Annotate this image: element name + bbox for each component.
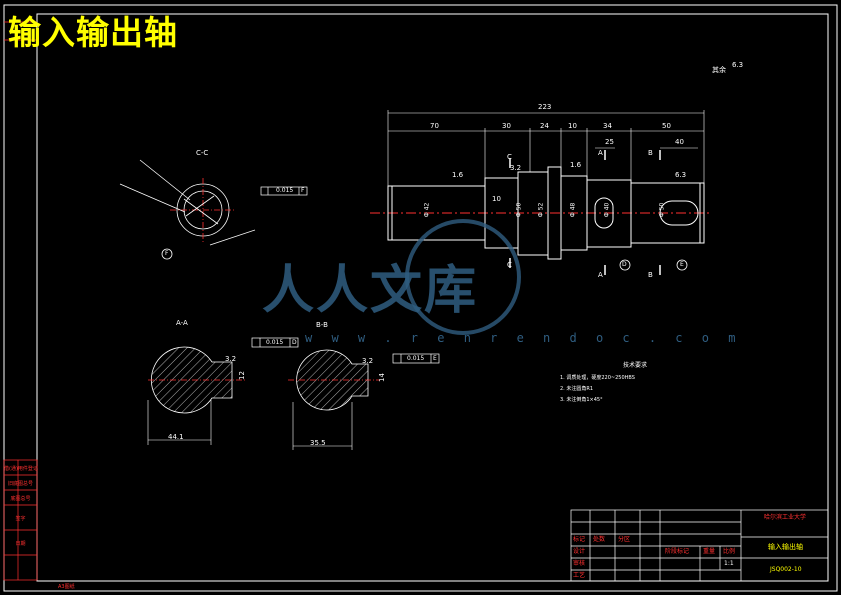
section-mark-c-bottom: C (507, 261, 512, 269)
title-block-row: 工艺 (573, 572, 586, 579)
side-panel-cell: 底图总号 (10, 496, 31, 502)
section-title-bb: B-B (316, 321, 328, 329)
section-title-aa: A-A (176, 319, 188, 327)
roughness-3: 1.6 (570, 161, 582, 169)
dim-section-aa: 44.1 (168, 433, 184, 441)
dim-keyway-1: 25 (605, 138, 614, 146)
dim-overall: 223 (538, 103, 552, 111)
balloon-circles (161, 248, 688, 271)
dimension-lines (387, 110, 705, 186)
title-block (570, 509, 829, 582)
section-mark-b-bottom: B (648, 271, 653, 279)
title-block-row: 审核 (573, 560, 586, 567)
title-block-school: 哈尔滨工业大学 (764, 514, 807, 521)
title-block-part-name: 输入输出轴 (768, 543, 803, 551)
dim-seg-3: 24 (540, 122, 549, 130)
tolerance-bb-value: 0.015 (407, 355, 425, 362)
dia-5: Ф 40 (603, 202, 611, 218)
dia-1: Ф 42 (423, 202, 431, 218)
dim-seg-6: 50 (662, 122, 671, 130)
notes-title: 技术要求 (622, 362, 647, 369)
tolerance-cc-datum: F (301, 187, 305, 194)
dim-section-bb: 35.5 (310, 439, 326, 447)
section-mark-a-bottom: A (598, 271, 603, 279)
dia-4: Ф 48 (569, 202, 577, 218)
dim-seg-2: 30 (502, 122, 511, 130)
roughness-2: 3.2 (510, 164, 522, 172)
tolerance-cc-value: 0.015 (276, 187, 294, 194)
roughness-1: 1.6 (452, 171, 464, 179)
title-block-drawing-no: JSQ002-10 (770, 566, 802, 573)
bottom-tag: A3图纸 (58, 584, 75, 590)
dia-2: Ф 50 (515, 202, 523, 218)
technical-notes: 技术要求 1. 调质处理，硬度220~250HBS 2. 未注圆角R1 3. 未… (560, 360, 710, 406)
title-block-right: 重量 (703, 548, 716, 555)
watermark-emblem (405, 219, 521, 335)
section-mark-a-top: A (598, 149, 603, 157)
side-panel-cell: 借(通)用件登记 (4, 466, 38, 472)
dim-step: 10 (492, 195, 501, 203)
drawing-title: 输入输出轴 (8, 13, 178, 52)
tolerance-bb-datum: E (433, 355, 437, 362)
section-cut-lines (509, 150, 661, 275)
section-cc (119, 159, 256, 246)
note-item: 2. 未注圆角R1 (560, 386, 594, 392)
balloon-d: D (622, 261, 627, 268)
title-block-label: 分区 (618, 536, 631, 543)
inner-frame (36, 13, 829, 582)
section-mark-c-top: C (507, 153, 512, 161)
tolerance-frames (251, 186, 440, 364)
balloon-e: E (680, 261, 684, 268)
dim-seg-1: 70 (430, 122, 439, 130)
note-item: 1. 调质处理，硬度220~250HBS (560, 375, 635, 381)
roughness-other-label: 其余 (712, 66, 726, 74)
balloon-f: F (165, 250, 169, 257)
title-block-label: 处数 (593, 536, 606, 543)
title-block-right: 比例 (723, 548, 736, 555)
roughness-aa: 3.2 (225, 355, 237, 363)
dim-keyway-2: 40 (675, 138, 684, 146)
section-aa (147, 346, 245, 445)
dia-3: Ф 52 (537, 202, 545, 218)
outer-frame (3, 4, 838, 592)
roughness-bb: 3.2 (362, 357, 374, 365)
title-block-scale: 1:1 (724, 560, 734, 567)
roughness-other-value: 6.3 (732, 61, 744, 69)
title-block-label: 标记 (573, 536, 586, 543)
section-mark-b-top: B (648, 149, 653, 157)
section-bb (288, 349, 380, 450)
tolerance-aa-value: 0.015 (266, 339, 284, 346)
title-block-row: 设计 (573, 548, 586, 555)
watermark-text: 人人文库 (262, 261, 479, 321)
side-panel-cell: 签字 (15, 516, 26, 522)
roughness-4: 6.3 (675, 171, 687, 179)
dim-key-b: 14 (377, 373, 386, 382)
shaft-elevation (370, 166, 712, 260)
dim-key-a: 12 (237, 371, 246, 380)
watermark-url: w w w . r e n r e n d o c . c o m (305, 331, 742, 345)
side-panel-cell: 旧底图总号 (7, 481, 33, 487)
dim-seg-5: 34 (603, 122, 612, 130)
side-panel-cell: 日期 (15, 541, 26, 547)
side-panel-grid (3, 21, 38, 581)
title-block-right: 阶段标记 (665, 548, 690, 555)
section-title-cc: C-C (196, 149, 209, 157)
dim-seg-4: 10 (568, 122, 577, 130)
note-item: 3. 未注倒角1×45° (560, 397, 603, 403)
dia-6: Ф 50 (658, 202, 666, 218)
tolerance-aa-datum: D (292, 339, 297, 346)
